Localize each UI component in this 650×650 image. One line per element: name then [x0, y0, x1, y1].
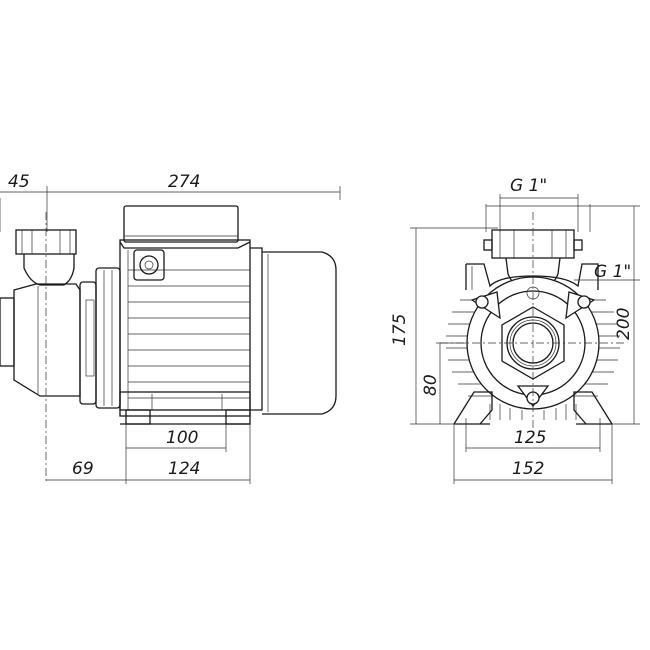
dim-foot-span: 124	[168, 459, 200, 479]
outlet-thread-dim: G 1"	[485, 176, 591, 232]
dim-height-175: 175	[390, 227, 498, 425]
dim-top-row: 45 274	[0, 172, 341, 232]
side-view: 45 274	[0, 172, 341, 484]
dim-shaft-80: 80	[421, 342, 466, 424]
dim-pump-head-length: 45	[8, 172, 30, 192]
outlet-thread-label: G 1"	[510, 176, 547, 196]
motor-feet	[119, 391, 251, 425]
fan-cover	[250, 247, 337, 415]
pump-casing	[0, 267, 121, 409]
terminal-box	[119, 205, 251, 281]
inlet-thread-label: G 1"	[594, 262, 631, 282]
front-view: G 1"	[390, 176, 640, 484]
dim-total-height: 200	[614, 308, 634, 340]
dim-bottom-rows: 100 69 124	[46, 424, 251, 484]
flange-bolt-left	[475, 295, 489, 309]
dim-foot-length: 100	[166, 428, 198, 448]
dim-shaft-height: 80	[421, 374, 441, 396]
flange-bolt-right	[577, 295, 591, 309]
motor-body	[119, 239, 251, 417]
dim-height-to-body: 175	[390, 314, 410, 346]
dim-foot-holes: 125	[514, 428, 546, 448]
dim-bottom-front: 125 152	[453, 424, 613, 484]
front-feet	[453, 391, 613, 425]
dim-foot-width: 152	[512, 459, 544, 479]
dim-overall-length: 274	[168, 172, 200, 192]
dim-height-200: 200	[590, 205, 640, 425]
dim-inlet-offset: 69	[72, 459, 94, 479]
